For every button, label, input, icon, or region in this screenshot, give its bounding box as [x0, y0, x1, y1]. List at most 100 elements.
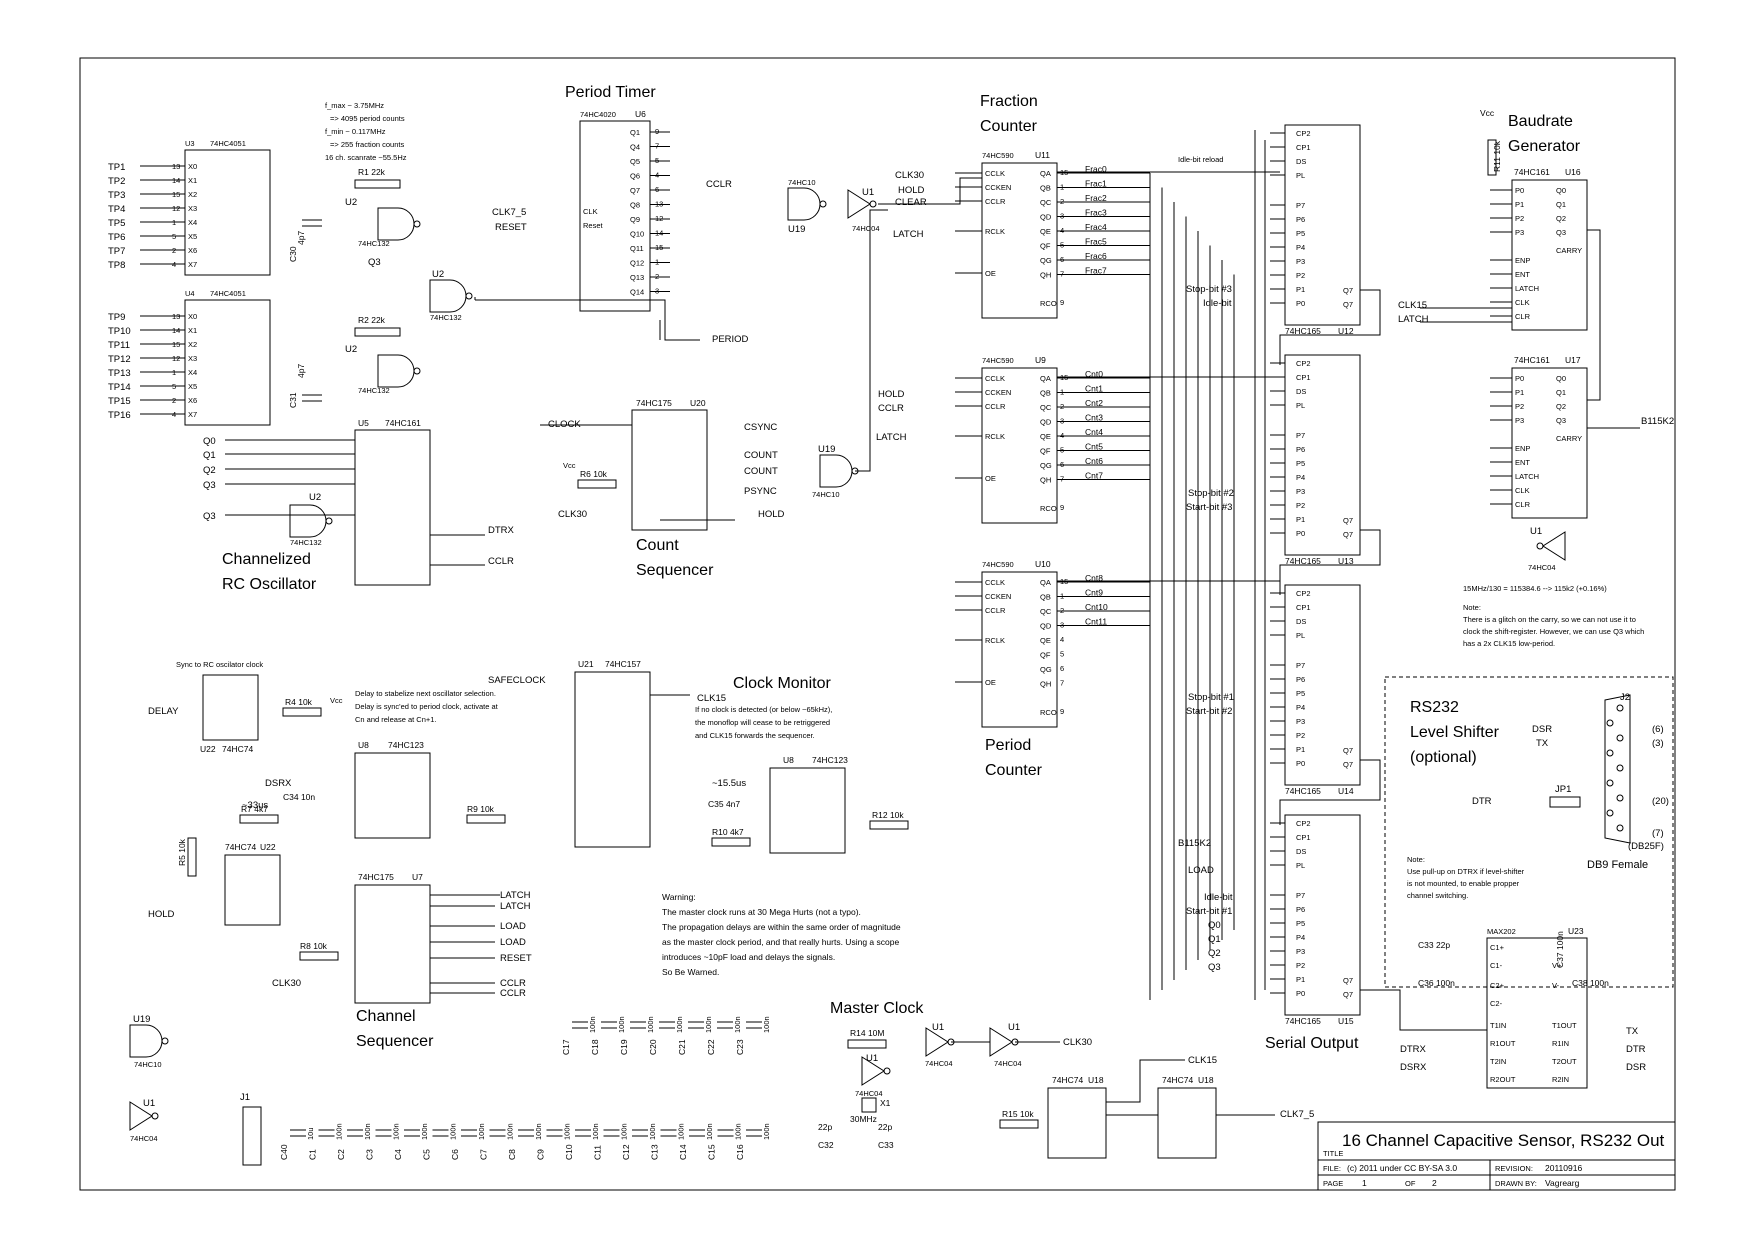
shift-register-pin: P2: [1296, 501, 1305, 510]
u6-output-name: Q8: [630, 201, 640, 210]
svg-text:4p7: 4p7: [296, 364, 306, 378]
counter161-left-pin: P0: [1515, 374, 1524, 383]
cap-name: C12: [621, 1144, 631, 1160]
u6-output-name: Q9: [630, 215, 640, 224]
shift-register-pin: P4: [1296, 473, 1305, 482]
svg-text:DTRX: DTRX: [488, 525, 515, 536]
svg-text:U22: U22: [200, 744, 216, 754]
clk30-output: CLK30: [1063, 1037, 1092, 1048]
counter-input-pin: CCLR: [985, 197, 1006, 206]
svg-text:74HC4020: 74HC4020: [580, 110, 616, 119]
svg-text:DSRX: DSRX: [1400, 1062, 1427, 1073]
decoupling-caps-top: C17100nC18100nC19100nC20100nC21100nC2210…: [561, 1016, 771, 1055]
svg-text:Delay is sync'ed to period clo: Delay is sync'ed to period clock, activa…: [355, 702, 499, 711]
svg-text:Vcc: Vcc: [563, 461, 576, 470]
shift-register-pin: CP2: [1296, 589, 1311, 598]
shift-register-pin: CP1: [1296, 143, 1311, 152]
counter-output-pin: QC: [1040, 607, 1052, 616]
r8-resistor: R8 10k: [299, 941, 339, 961]
shift-register-pin: PL: [1296, 631, 1305, 640]
u23-max202: MAX202 U23 C1+C1-C2+C2-T1INR1OUTT2INR2OU…: [1486, 926, 1588, 1089]
u13-bits: Stop-bit #2 Start-bit #3: [1186, 488, 1234, 513]
svg-text:74HC10: 74HC10: [134, 1060, 162, 1069]
svg-text:C33 22p: C33 22p: [1418, 940, 1450, 950]
svg-text:C34 10n: C34 10n: [283, 792, 315, 802]
svg-text:R12 10k: R12 10k: [872, 810, 904, 820]
tp-label: TP11: [108, 340, 130, 351]
delay-signal: DELAY: [148, 706, 179, 717]
count-seq-label-1: Count: [636, 537, 679, 554]
bus-signal-label: Cnt5: [1085, 442, 1103, 452]
mux-pin-name: X0: [188, 312, 197, 321]
counter-output-pin: QF: [1040, 651, 1051, 660]
u2-schmitt-d: U2 74HC132: [289, 492, 333, 547]
shift-register-pin: CP1: [1296, 833, 1311, 842]
svg-text:Use pull-up on DTRX if level-s: Use pull-up on DTRX if level-shifter: [1407, 867, 1525, 876]
cap-value: 100n: [617, 1016, 626, 1033]
r4-resistor: R4 10k Vcc: [282, 696, 343, 717]
svg-text:DRAWN BY:: DRAWN BY:: [1495, 1179, 1537, 1188]
svg-text:74HC4051: 74HC4051: [210, 139, 246, 148]
counter161-left-pin: LATCH: [1515, 472, 1539, 481]
x1-crystal: X1 30MHz: [850, 1097, 891, 1124]
counter-output-pin: QD: [1040, 418, 1052, 427]
svg-text:TX: TX: [1626, 1026, 1639, 1037]
svg-text:74HC175: 74HC175: [636, 398, 672, 408]
cap-value: 100n: [449, 1123, 458, 1140]
svg-text:U8: U8: [358, 740, 369, 750]
svg-text:R4 10k: R4 10k: [285, 697, 313, 707]
svg-text:(DB25F): (DB25F): [1628, 841, 1664, 852]
cap-name: C20: [648, 1039, 658, 1055]
svg-text:U1: U1: [1008, 1022, 1020, 1033]
bus-signal-label: Cnt2: [1085, 398, 1103, 408]
u7-flipflops: 74HC175 U7: [354, 872, 431, 1004]
counter-output-pin: QG: [1040, 665, 1052, 674]
period-counter-label-2: Counter: [985, 762, 1043, 779]
counter-input-pin: CCKEN: [985, 388, 1011, 397]
shift-register-output: Q7: [1343, 286, 1353, 295]
svg-text:U18: U18: [1198, 1075, 1214, 1085]
master-clock-label: Master Clock: [830, 1000, 924, 1017]
counter161-right-pin: Q1: [1556, 388, 1566, 397]
safeclock-signal: SAFECLOCK: [488, 675, 546, 686]
counter-input-pin: RCLK: [985, 636, 1005, 645]
shift-register-pin: DS: [1296, 387, 1306, 396]
pullup-note: Note: Use pull-up on DTRX if level-shift…: [1407, 855, 1525, 900]
bus-signal-label: Cnt9: [1085, 588, 1103, 598]
counter-input-pin: OE: [985, 474, 996, 483]
counter-output-pin: QE: [1040, 432, 1051, 441]
tp-label: TP8: [108, 260, 125, 271]
baudrate-label-2: Generator: [1508, 138, 1581, 155]
svg-text:Start-bit #2: Start-bit #2: [1186, 706, 1232, 717]
data-bus-wires: [1149, 173, 1235, 1000]
counter161-left-pin: P1: [1515, 388, 1524, 397]
svg-text:U19: U19: [133, 1014, 150, 1025]
svg-text:U7: U7: [412, 872, 423, 882]
u2-schmitt-c: U2 74HC132: [429, 269, 473, 322]
u5-output-label: Q1: [203, 450, 216, 461]
db9-pin: [1616, 764, 1624, 772]
svg-text:U2: U2: [309, 492, 321, 503]
counter-output-pin: QG: [1040, 461, 1052, 470]
shift-register-pin: P1: [1296, 745, 1305, 754]
counter-output-pin: QA: [1040, 578, 1051, 587]
svg-text:U19: U19: [818, 444, 835, 455]
shift-register-output: Q7: [1343, 516, 1353, 525]
counter-output-pin: QD: [1040, 213, 1052, 222]
u6-output-name: Q12: [630, 259, 644, 268]
svg-text:U12: U12: [1338, 326, 1354, 336]
shift-register-pin: P6: [1296, 445, 1305, 454]
cap-value: 100n: [675, 1016, 684, 1033]
rs232-label-2: Level Shifter: [1410, 724, 1500, 741]
cap-value: 100n: [477, 1123, 486, 1140]
clk7-5-output: CLK7_5: [1280, 1109, 1314, 1120]
max202-right-pin: T2OUT: [1552, 1057, 1577, 1066]
u18-dff-a: 74HC74 U18: [1047, 1075, 1107, 1159]
svg-text:J2: J2: [1620, 692, 1630, 703]
svg-text:R2 22k: R2 22k: [358, 315, 386, 325]
svg-text:introduces ~10pF load and dela: introduces ~10pF load and delays the sig…: [662, 952, 835, 962]
counter-output-pin: QG: [1040, 256, 1052, 265]
